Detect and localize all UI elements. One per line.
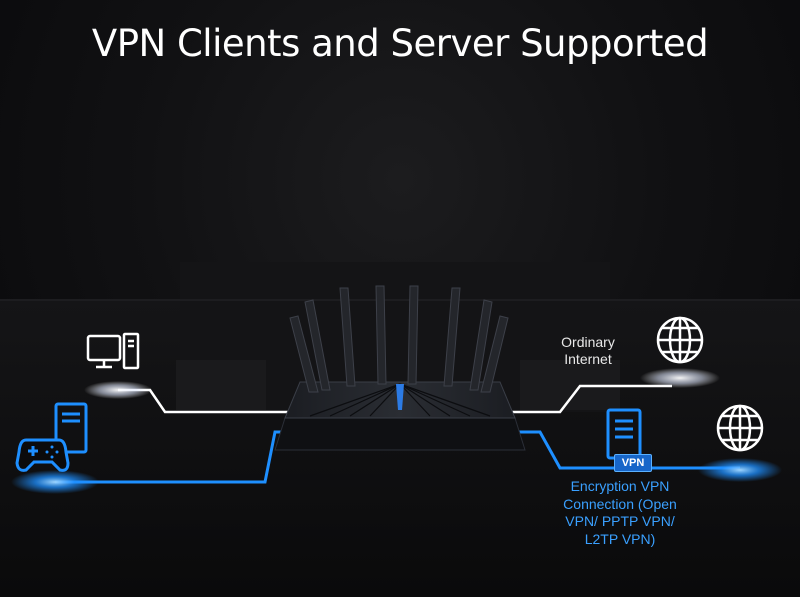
encryption-line1: Encryption VPN	[570, 478, 670, 494]
glow-pad-vpn-internet	[698, 458, 782, 482]
ordinary-internet-line2: Internet	[564, 351, 612, 367]
page-title: VPN Clients and Server Supported	[91, 22, 709, 65]
globe-icon	[656, 316, 704, 364]
blue-link-right	[515, 430, 740, 470]
encryption-vpn-label: Encryption VPN Connection (Open VPN/ PPT…	[540, 478, 700, 548]
vpn-badge: VPN	[614, 454, 652, 472]
globe-icon	[716, 404, 764, 452]
glow-pad-internet	[640, 368, 720, 388]
encryption-line4: L2TP VPN)	[584, 530, 656, 547]
ordinary-internet-label: Ordinary Internet	[548, 334, 628, 368]
encryption-line2: Connection (Open	[563, 495, 677, 512]
game-controller-icon	[15, 402, 88, 472]
ordinary-internet-line1: Ordinary	[561, 334, 615, 350]
pc-tower-icon	[54, 402, 88, 454]
router-image	[274, 285, 526, 451]
encryption-line3: VPN/ PPTP VPN/	[565, 513, 675, 529]
glow-pad-gamer	[11, 470, 99, 494]
glow-pad-desktop	[84, 381, 152, 399]
desktop-computer-icon	[86, 332, 140, 370]
